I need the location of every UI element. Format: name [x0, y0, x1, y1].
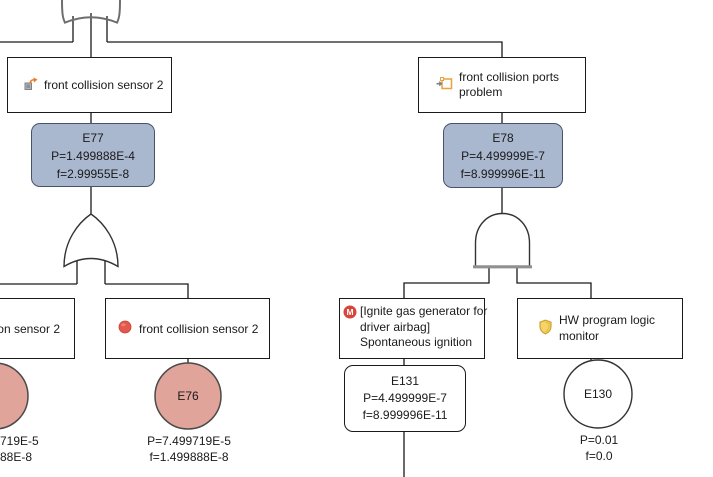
left-branch-connectors [0, 113, 189, 364]
event-label-line1: HW program logic [559, 313, 656, 327]
event-label-fragment: on sensor 2 [0, 321, 60, 336]
event-box-front-collision-ports-problem[interactable]: front collision ports problem [418, 57, 586, 113]
event-box-front-collision-sensor-2-top[interactable]: front collision sensor 2 [7, 57, 172, 113]
event-label: front collision sensor 2 [44, 78, 164, 92]
event-label-line1: [Ignite gas generator for [360, 304, 488, 318]
basic-event-partial-circle[interactable] [0, 362, 29, 430]
node-probability: P=4.499999E-7 [461, 149, 545, 163]
basic-event-e130-label: E130 [583, 387, 613, 401]
partial-basic-event-stats: 719E-5 88E-8 [0, 433, 60, 465]
connector-lines [0, 13, 592, 477]
frequency-value: f=1.499888E-8 [149, 450, 229, 464]
port-box-icon [436, 76, 453, 95]
and-gate-right[interactable] [474, 212, 531, 268]
event-label-line3: Spontaneous ignition [360, 335, 473, 349]
right-branch-connectors [403, 113, 592, 477]
event-label: [Ignite gas generator for driver airbag]… [360, 304, 487, 351]
basic-event-e130-circle[interactable] [563, 359, 633, 429]
probability-value: P=0.01 [579, 433, 619, 447]
node-probability: P=4.499999E-7 [363, 391, 447, 405]
event-label-line2: problem [459, 85, 503, 99]
root-or-gate[interactable] [61, 0, 121, 24]
event-label: HW program logic monitor [559, 313, 655, 344]
frequency-value: f=0.0 [585, 449, 613, 463]
frequency-value-fragment: 88E-8 [0, 450, 33, 464]
shield-icon [538, 319, 553, 338]
event-box-hw-program-logic-monitor[interactable]: HW program logic monitor [517, 298, 683, 359]
event-label: front collision ports problem [459, 70, 559, 101]
or-gate-left[interactable] [63, 213, 119, 268]
event-label-line2: monitor [559, 328, 600, 343]
event-box-front-collision-sensor-2-bottom[interactable]: front collision sensor 2 [105, 298, 270, 359]
node-frequency: f=8.999996E-11 [362, 408, 448, 422]
node-probability: P=1.499888E-4 [51, 149, 135, 163]
probability-value: P=7.499719E-5 [147, 434, 231, 448]
e130-stats: P=0.01 f=0.0 [539, 432, 659, 464]
event-box-partial-sensor[interactable]: on sensor 2 [0, 298, 75, 359]
event-label-line1: front collision ports [459, 69, 560, 84]
node-frequency: f=2.99955E-8 [56, 167, 130, 181]
event-box-ignite-gas-generator[interactable]: M [Ignite gas generator for driver airba… [339, 298, 487, 359]
summary-node-e78[interactable]: E78 P=4.499999E-7 f=8.999996E-11 [443, 123, 563, 188]
e76-stats: P=7.499719E-5 f=1.499888E-8 [129, 433, 249, 465]
node-frequency: f=8.999996E-11 [460, 167, 546, 181]
event-label-line2: driver airbag] [360, 319, 431, 334]
monitored-m-badge-icon: M [343, 305, 357, 322]
basic-event-node-e131[interactable]: E131 P=4.499999E-7 f=8.999996E-11 [344, 365, 466, 432]
event-label: front collision sensor 2 [139, 321, 259, 336]
m-badge-letter: M [346, 307, 353, 317]
node-id: E78 [492, 131, 514, 145]
probability-value-fragment: 719E-5 [0, 434, 39, 448]
basic-event-e76-label: E76 [177, 389, 199, 403]
node-id: E131 [390, 374, 420, 388]
shared-page-arrow-icon [24, 77, 38, 94]
summary-node-e77[interactable]: E77 P=1.499888E-4 f=2.99955E-8 [31, 123, 155, 187]
root-gate-connectors [0, 13, 503, 57]
basic-event-e76-circle[interactable] [154, 362, 222, 430]
red-dot-icon [118, 320, 132, 337]
node-id: E77 [82, 131, 104, 145]
